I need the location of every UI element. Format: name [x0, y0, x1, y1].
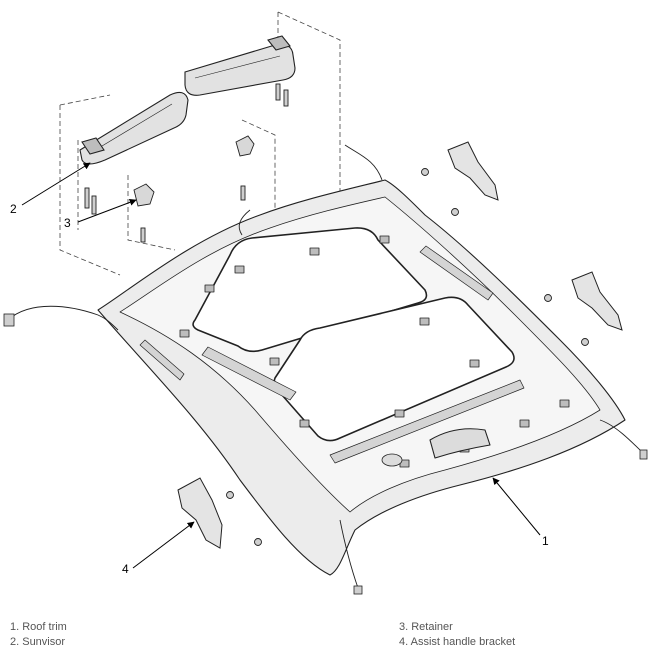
screw [84, 83, 289, 243]
callout-3: 3 [64, 216, 71, 230]
retainer [133, 135, 255, 207]
leader-arrow-3 [77, 198, 137, 223]
callout-2: 2 [10, 202, 17, 216]
legend-item-retainer: 3. Retainer [399, 621, 453, 633]
legend-item-sunvisor: 2. Sunvisor [10, 636, 66, 648]
legend-item-roof-trim: 1. Roof trim [10, 621, 67, 633]
roof-trim-clips [179, 235, 570, 468]
callout-4: 4 [122, 562, 129, 576]
leader-arrow-4 [132, 521, 195, 569]
roof-trim-exploded-diagram [3, 11, 648, 595]
nut [226, 168, 589, 546]
sunvisor-left [79, 91, 189, 165]
front-sunroof-opening [192, 227, 428, 353]
leader-arrows [21, 162, 541, 569]
roof-trim [97, 179, 626, 576]
wiring-connector [353, 585, 363, 595]
legend-item-assist-handle-bracket: 4. Assist handle bracket [399, 636, 516, 648]
sunvisor-right [184, 35, 296, 96]
callout-1: 1 [542, 534, 549, 548]
dome-lamp-recess [381, 453, 403, 467]
assist-handle-bracket [177, 141, 623, 549]
assembly-guide-lines [59, 11, 341, 276]
wiring-connector [3, 313, 15, 327]
leader-arrow-2 [21, 162, 91, 206]
leader-arrow-1 [492, 477, 541, 536]
assist-handle-recess [429, 428, 491, 459]
roof-trim-detail-strips [139, 245, 525, 464]
assist-handle-bracket-lower [177, 477, 223, 549]
wiring-connector [639, 449, 648, 460]
